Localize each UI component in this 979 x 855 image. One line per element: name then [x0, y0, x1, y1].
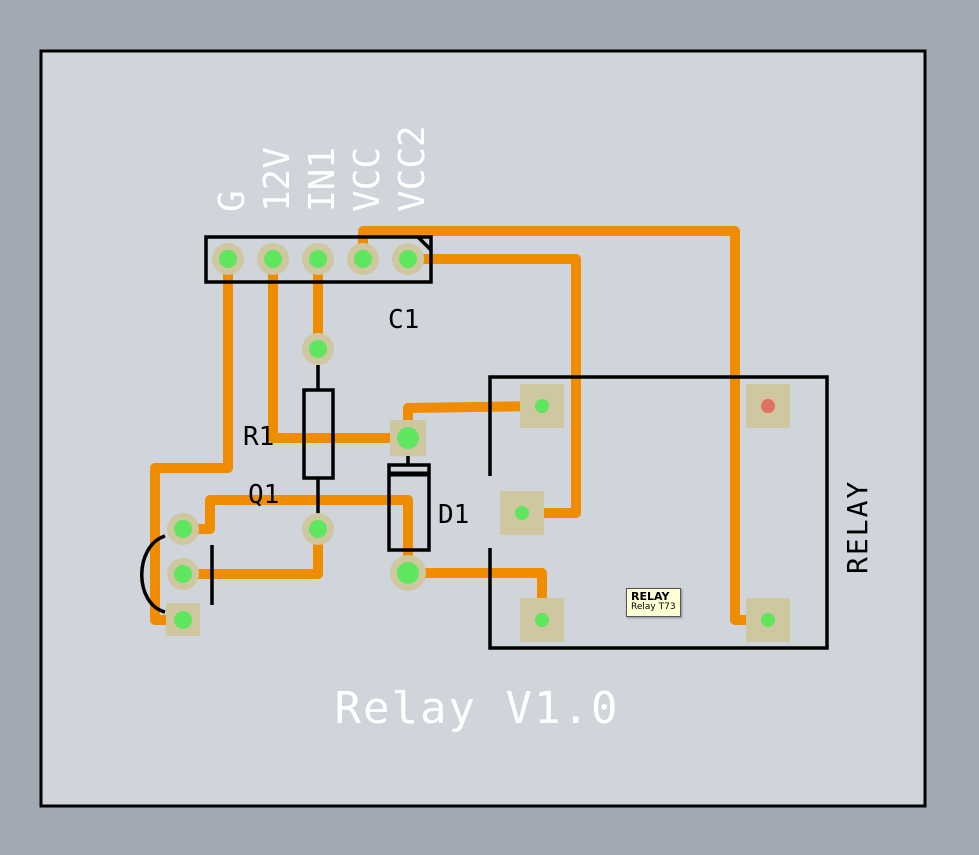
- silkscreen: [140, 235, 829, 650]
- header-outline: [204, 235, 433, 284]
- pad[interactable]: [390, 555, 426, 591]
- pad-marked[interactable]: [746, 384, 790, 428]
- tooltip-subtitle: Relay T73: [631, 602, 676, 613]
- relay-outline: [488, 375, 829, 650]
- pad[interactable]: [390, 420, 426, 456]
- q1-body: [140, 534, 166, 614]
- trace-q1-collector: [178, 495, 413, 578]
- pad[interactable]: [520, 384, 564, 428]
- pin-label-g: G: [212, 190, 253, 212]
- pad[interactable]: [746, 598, 790, 642]
- c1-label: C1: [388, 305, 419, 335]
- pad[interactable]: [500, 491, 544, 535]
- pad[interactable]: [257, 243, 289, 275]
- q1-label: Q1: [248, 480, 279, 510]
- pad[interactable]: [302, 333, 334, 365]
- trace-12v: [268, 254, 413, 443]
- relay-label: RELAY: [841, 480, 874, 574]
- pad[interactable]: [167, 513, 199, 545]
- pad[interactable]: [302, 243, 334, 275]
- component-tooltip: RELAY Relay T73: [626, 588, 681, 617]
- component-labels: C1 R1 Q1 D1 RELAY: [243, 305, 874, 574]
- pad[interactable]: [166, 603, 200, 636]
- pin-label-vcc: VCC: [347, 147, 388, 212]
- pad[interactable]: [520, 598, 564, 642]
- d1-label: D1: [438, 500, 469, 530]
- tooltip-title: RELAY: [631, 590, 670, 603]
- trace-gnd: [150, 254, 233, 625]
- pin-label-vcc2: VCC2: [392, 125, 433, 212]
- r1-label: R1: [243, 422, 274, 452]
- traces: [150, 226, 773, 625]
- pad[interactable]: [347, 243, 379, 275]
- pin-label-in1: IN1: [302, 147, 343, 212]
- pad[interactable]: [392, 243, 424, 275]
- trace-vcc2: [403, 254, 581, 518]
- header-pin-labels: G 12V IN1 VCC VCC2: [212, 125, 433, 212]
- pin-label-12v: 12V: [257, 147, 298, 212]
- pad[interactable]: [167, 558, 199, 590]
- pad[interactable]: [212, 243, 244, 275]
- pad[interactable]: [302, 513, 334, 545]
- pads: [166, 243, 790, 642]
- board-title: Relay V1.0: [335, 683, 620, 734]
- board-outline: [39, 49, 927, 808]
